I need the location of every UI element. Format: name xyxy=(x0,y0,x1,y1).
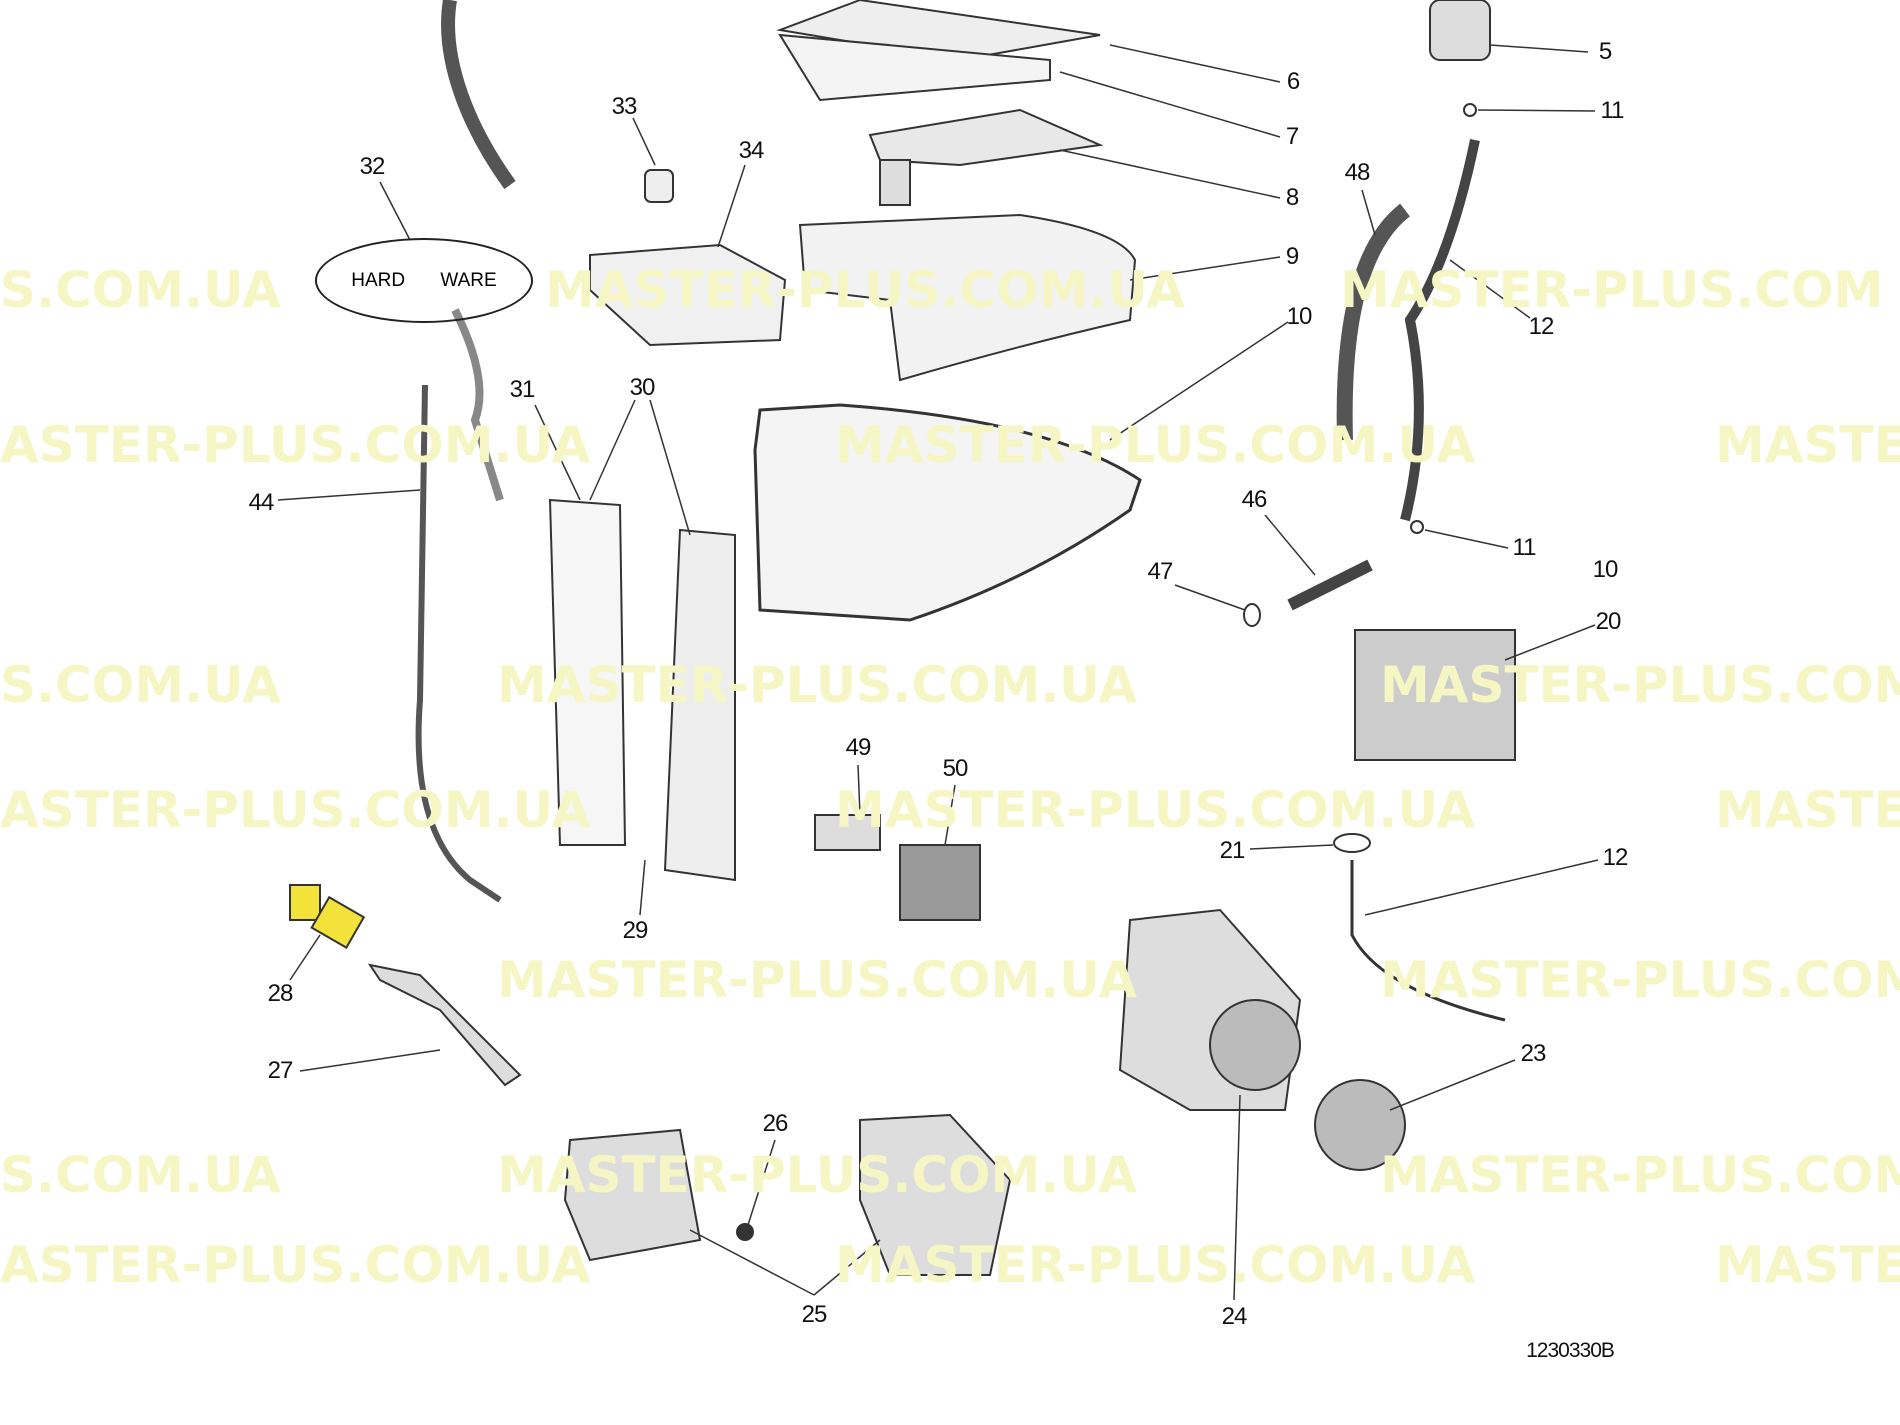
watermark: ASTER-PLUS.COM.UA xyxy=(0,416,591,474)
part-23-pump-filter xyxy=(1314,1079,1406,1171)
callout-29: 29 xyxy=(622,917,649,944)
watermark: MASTER-PLUS.COM.UA xyxy=(497,1146,1138,1204)
watermark: MASTE xyxy=(1715,781,1900,839)
part-7-panel xyxy=(778,33,1051,102)
part-9-dispenser-drawer xyxy=(798,213,1137,382)
callout-5: 5 xyxy=(1598,38,1612,65)
hardware-ellipse: HARD WARE xyxy=(315,238,533,323)
part-28-sensor-highlighted xyxy=(289,884,321,921)
watermark: MASTER-PLUS.COM.UA xyxy=(835,416,1476,474)
watermark: MASTER-PLUS.COM xyxy=(1340,261,1884,319)
callout-10: 10 xyxy=(1592,556,1619,583)
part-10-dispenser-housing xyxy=(753,403,1142,622)
part-49-connector xyxy=(814,814,881,851)
watermark: MASTER-PLUS.COM.UA xyxy=(497,951,1138,1009)
callout-28: 28 xyxy=(267,980,294,1007)
callout-12: 12 xyxy=(1602,844,1629,871)
watermark: MASTE xyxy=(1715,416,1900,474)
callout-8: 8 xyxy=(1285,184,1299,211)
callout-46: 46 xyxy=(1241,486,1268,513)
part-20-door-lock xyxy=(1354,629,1516,761)
callout-32: 32 xyxy=(359,153,386,180)
callout-7: 7 xyxy=(1285,123,1299,150)
callout-27: 27 xyxy=(267,1057,294,1084)
callout-9: 9 xyxy=(1285,243,1299,270)
callout-6: 6 xyxy=(1286,68,1300,95)
callout-48: 48 xyxy=(1344,159,1371,186)
callout-12: 12 xyxy=(1528,313,1555,340)
callout-24: 24 xyxy=(1221,1303,1248,1330)
part-46-tube xyxy=(1287,559,1373,611)
watermark: ASTER-PLUS.COM.UA xyxy=(0,1236,591,1294)
callout-31: 31 xyxy=(509,376,536,403)
callout-26: 26 xyxy=(762,1110,789,1137)
callout-49: 49 xyxy=(845,734,872,761)
callout-11: 11 xyxy=(1512,534,1537,561)
callout-21: 21 xyxy=(1219,837,1246,864)
callout-30: 30 xyxy=(629,374,656,401)
watermark: S.COM.UA xyxy=(0,1146,281,1204)
callout-44: 44 xyxy=(248,489,275,516)
part-33-cap xyxy=(644,169,674,203)
part-5-pressure-switch xyxy=(1429,0,1491,61)
part-12-sensor xyxy=(1350,860,1506,1022)
part-11-ring xyxy=(1463,103,1477,117)
part-50-filter xyxy=(899,844,981,921)
watermark: MASTE xyxy=(1715,1236,1900,1294)
callout-23: 23 xyxy=(1520,1040,1547,1067)
part-34-tray xyxy=(589,243,787,347)
callout-11: 11 xyxy=(1600,97,1625,124)
hardware-wire xyxy=(451,308,504,502)
watermark: S.COM.UA xyxy=(0,656,281,714)
callout-50: 50 xyxy=(942,755,969,782)
watermark: S.COM.UA xyxy=(0,261,281,319)
part-48-hose xyxy=(1336,203,1411,441)
part-21-gasket xyxy=(1333,833,1371,853)
part-11-ring-lower xyxy=(1410,520,1424,534)
watermark: ASTER-PLUS.COM.UA xyxy=(0,781,591,839)
callout-47: 47 xyxy=(1147,558,1174,585)
part-26-screw xyxy=(736,1223,754,1241)
part-25-motor-right xyxy=(859,1113,1012,1276)
part-12-hose xyxy=(1400,138,1480,522)
part-30-control-board xyxy=(663,528,736,882)
callout-20: 20 xyxy=(1595,608,1622,635)
callout-25: 25 xyxy=(801,1301,828,1328)
callout-10: 10 xyxy=(1286,303,1313,330)
watermark: MASTER-PLUS.COM xyxy=(1380,656,1900,714)
part-47-ring xyxy=(1243,603,1261,627)
part-28-sensor-body xyxy=(310,895,366,949)
part-31-cover xyxy=(548,498,627,846)
watermark: MASTER-PLUS.COM.UA xyxy=(497,656,1138,714)
watermark: MASTER-PLUS.COM.UA xyxy=(835,1236,1476,1294)
drain-hose-top xyxy=(441,0,516,190)
leader-lines xyxy=(277,44,1599,1301)
callout-33: 33 xyxy=(611,93,638,120)
part-8-bracket xyxy=(868,108,1104,167)
part-27-heater xyxy=(367,963,522,1087)
drawing-code: 1230330B xyxy=(1526,1339,1615,1362)
watermark: MASTER-PLUS.COM xyxy=(1380,951,1900,1009)
part-8-stem xyxy=(879,159,911,206)
callout-34: 34 xyxy=(738,137,765,164)
part-44-cable xyxy=(415,384,502,903)
watermark: MASTER-PLUS.COM.UA xyxy=(545,261,1186,319)
part-25-motor-left xyxy=(563,1128,702,1262)
watermark: MASTER-PLUS.COM xyxy=(1380,1146,1900,1204)
watermark: MASTER-PLUS.COM.UA xyxy=(835,781,1476,839)
part-24-pump-face xyxy=(1209,999,1301,1091)
